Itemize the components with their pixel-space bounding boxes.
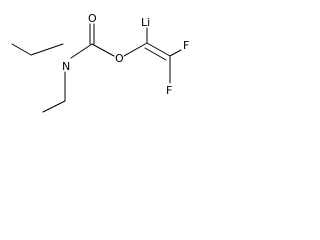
- bond-vinyl-double-2: [144, 47, 167, 61]
- bond-vinyl-double-1: [146, 42, 171, 57]
- atom-label-ester-oxygen: O: [115, 52, 124, 65]
- bond-carbonyl-c-ester-o: [91, 43, 115, 57]
- atom-label-nitrogen: N: [62, 60, 70, 73]
- atom-label-fluorine-lower: F: [166, 84, 172, 97]
- atom-label-carbonyl-oxygen: O: [88, 12, 97, 25]
- structure-diagram: O N O Li F F: [11, 12, 189, 113]
- bond-ethyl2-ch2-ch3: [42, 100, 66, 113]
- bond-ethyl1-ch2-n: [30, 43, 64, 56]
- atom-label-fluorine-upper: F: [183, 39, 189, 52]
- bond-ester-o-vinyl-c: [123, 42, 148, 57]
- bond-n-carbonyl-c: [70, 43, 93, 59]
- bond-ethyl1-ch3-ch2: [11, 43, 32, 56]
- atom-label-lithium: Li: [141, 16, 150, 29]
- bond-cf2-f-upper: [169, 49, 182, 57]
